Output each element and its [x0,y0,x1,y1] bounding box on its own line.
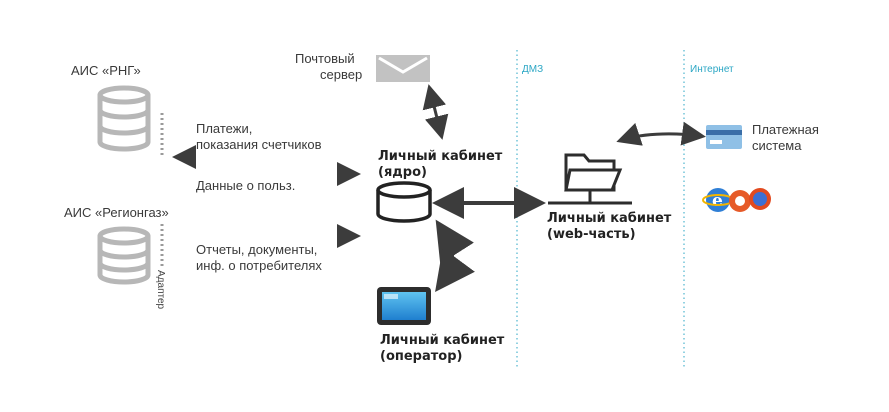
ais-rng-label: АИС «РНГ» [71,63,141,78]
payment-system-label-line1: Платежная [752,122,819,137]
core-operator-arrow [435,219,475,293]
core-title-line2: (ядро) [378,165,427,180]
web-title-line2: (web-часть) [547,227,636,242]
adapter-label: Адаптер [155,270,166,310]
database-icon [376,181,432,223]
zone-internet-label: Интернет [690,64,734,75]
ais-regiongaz-label: АИС «Регионгаз» [64,205,169,220]
mail-server-label-line1: Почтовый [295,51,355,66]
mail-core-arrow [422,84,449,140]
svg-text:e: e [712,191,723,211]
payments-label-line1: Платежи, [196,121,252,136]
database-icon [97,85,151,152]
folder-icon [548,153,632,205]
user-data-label: Данные о польз. [196,178,295,193]
zone-dmz-label: ДМЗ [522,64,543,75]
core-title-line1: Личный кабинет [378,149,503,164]
monitor-icon [377,287,431,325]
mail-icon [376,55,430,82]
operator-title-line2: (оператор) [380,349,462,364]
reports-label-line2: инф. о потребителях [196,258,322,273]
database-icon [97,226,151,285]
mail-server-label-line2: сервер [320,67,362,82]
credit-card-icon [706,125,742,149]
browser-logos-icon: e [702,188,771,212]
web-title-line1: Личный кабинет [547,211,672,226]
web-payment-arrow [616,121,706,146]
payments-label-line2: показания счетчиков [196,137,322,152]
payment-system-label-line2: система [752,138,802,153]
operator-title-line1: Личный кабинет [380,333,505,348]
reports-label-line1: Отчеты, документы, [196,242,317,257]
